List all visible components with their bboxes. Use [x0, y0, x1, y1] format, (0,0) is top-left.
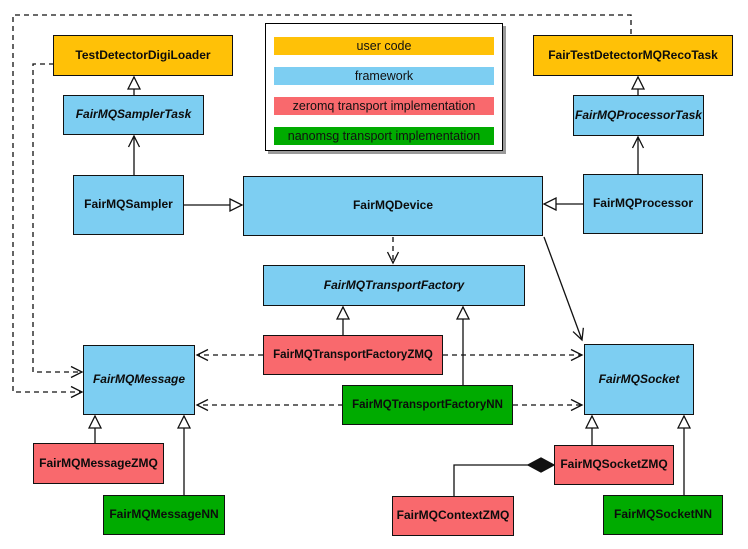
node-fairmq-context-zmq: FairMQContextZMQ [392, 496, 514, 536]
legend-label: zeromq transport implementation [292, 99, 476, 113]
node-fairmq-message-zmq: FairMQMessageZMQ [33, 443, 164, 484]
node-test-detector-digi-loader: TestDetectorDigiLoader [53, 35, 233, 76]
node-fairmq-sampler: FairMQSampler [73, 175, 184, 235]
legend-label: user code [356, 39, 412, 53]
node-fairmq-message: FairMQMessage [83, 345, 195, 415]
legend-item-user-code: user code [274, 37, 494, 55]
legend-label: nanomsg transport implementation [287, 129, 481, 143]
legend-item-zeromq: zeromq transport implementation [274, 97, 494, 115]
legend: user code framework zeromq transport imp… [265, 23, 503, 151]
legend-item-framework: framework [274, 67, 494, 85]
node-fairmq-transport-factory-nn: FairMQTransportFactoryNN [342, 385, 513, 425]
node-fairmq-socket-zmq: FairMQSocketZMQ [554, 445, 674, 485]
node-fair-test-detector-mq-reco-task: FairTestDetectorMQRecoTask [533, 35, 733, 76]
node-fairmq-processor-task: FairMQProcessorTask [573, 95, 704, 136]
composition-diamond-icon [526, 457, 556, 473]
edge-device-to-socket [543, 236, 584, 342]
node-fairmq-socket: FairMQSocket [584, 344, 694, 415]
node-fairmq-message-nn: FairMQMessageNN [103, 495, 225, 535]
node-fairmq-socket-nn: FairMQSocketNN [603, 495, 723, 535]
node-fairmq-sampler-task: FairMQSamplerTask [63, 95, 204, 135]
node-fairmq-processor: FairMQProcessor [583, 174, 703, 234]
legend-item-nanomsg: nanomsg transport implementation [274, 127, 494, 145]
edge-contextzmq-to-socketzmq [453, 464, 529, 496]
node-fairmq-transport-factory-zmq: FairMQTransportFactoryZMQ [263, 335, 443, 375]
node-fairmq-transport-factory: FairMQTransportFactory [263, 265, 525, 306]
node-fairmq-device: FairMQDevice [243, 176, 543, 236]
legend-label: framework [354, 69, 414, 83]
